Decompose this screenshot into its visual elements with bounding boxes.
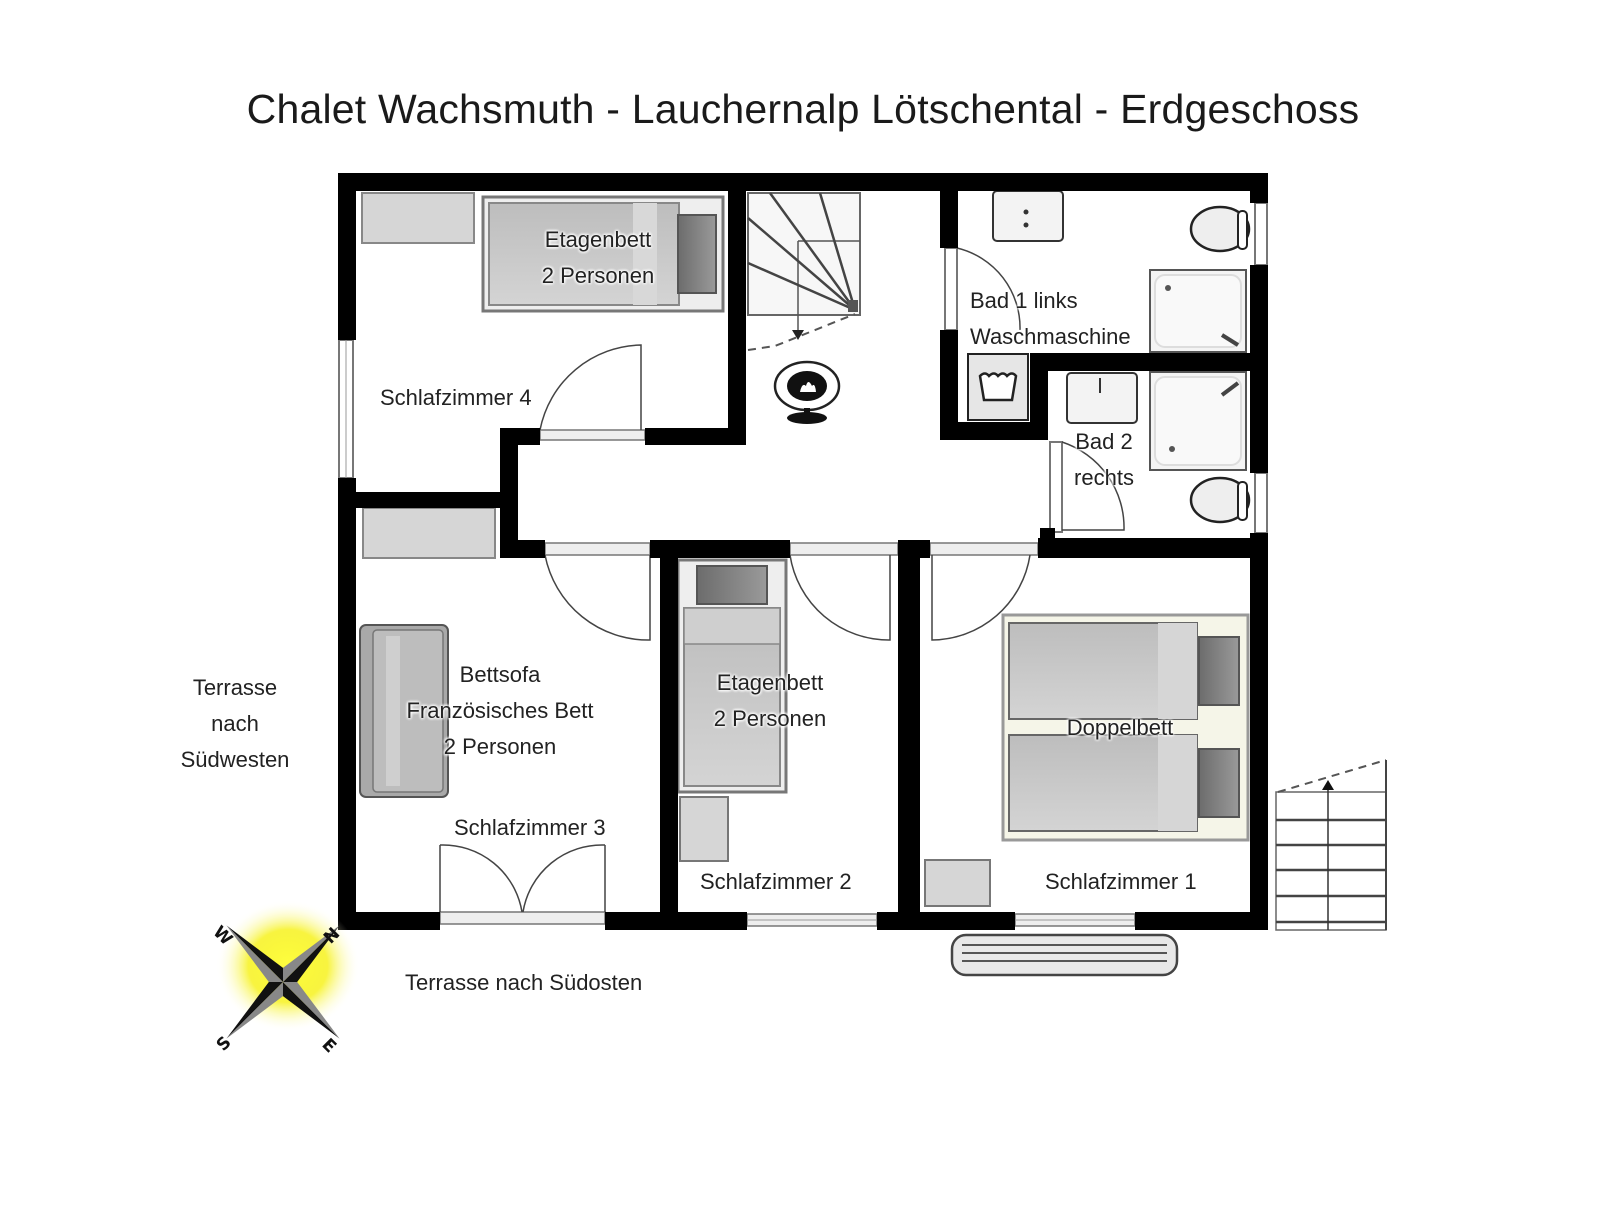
door-swing: [931, 554, 1031, 641]
terrace-sw-line3: Südwesten: [180, 747, 290, 772]
door: [1049, 441, 1063, 533]
room-schlafzimmer-2: [676, 542, 899, 927]
door: [929, 542, 1039, 556]
door: [789, 542, 899, 556]
door-swing: [789, 554, 891, 641]
door-swing: [439, 844, 523, 913]
sofa-label-line1: Bettsofa: [459, 662, 541, 687]
sofa-label-line2: Französisches Bett: [406, 698, 594, 723]
door-swing: [539, 344, 642, 431]
bad-1-note: Waschmaschine: [970, 324, 1131, 349]
terrace-door: [439, 911, 606, 925]
room-name-schlafzimmer-1: Schlafzimmer 1: [1045, 869, 1197, 894]
bed-label-line2: 2 Personen: [713, 706, 827, 731]
door-swing: [522, 844, 606, 913]
bed-label-doppelbett: Doppelbett: [1066, 715, 1174, 740]
room-bad-2: [1049, 371, 1268, 534]
bad-2-note: rechts: [1074, 465, 1134, 490]
sink-icon: [992, 190, 1064, 242]
room-name-schlafzimmer-3: Schlafzimmer 3: [454, 815, 606, 840]
stove-icon: [773, 360, 841, 424]
terrace-so-label: Terrasse nach Südosten: [405, 970, 643, 995]
door: [944, 247, 958, 331]
compass-rose-icon: [216, 900, 360, 1039]
bed-label-line1: Etagenbett: [716, 670, 824, 695]
door: [544, 542, 651, 556]
shower-icon: [1149, 371, 1247, 471]
entrance-stairs-icon: [1275, 759, 1387, 931]
terrace-sw-line2: nach: [211, 711, 259, 736]
walls: [338, 173, 1268, 930]
nightstand: [924, 859, 991, 907]
room-name-bad-1: Bad 1 links: [970, 288, 1078, 313]
sofa-bed: [359, 624, 449, 798]
wardrobe: [362, 507, 496, 559]
bed-label-line1: Etagenbett: [544, 227, 652, 252]
room-name-bad-2: Bad 2: [1075, 429, 1133, 454]
pillow: [696, 565, 768, 605]
shower-icon: [1149, 269, 1247, 353]
nightstand: [679, 796, 729, 862]
room-name-schlafzimmer-2: Schlafzimmer 2: [700, 869, 852, 894]
sofa-label-line3: 2 Personen: [443, 734, 557, 759]
window: [1254, 472, 1268, 534]
double-bed: [1001, 613, 1250, 842]
pillow: [677, 214, 717, 294]
sink-icon: [1066, 372, 1138, 424]
room-bad-1: [944, 190, 1268, 421]
wardrobe: [361, 192, 475, 244]
stairs-icon: [747, 192, 861, 351]
door-swing: [1061, 441, 1125, 531]
terrace-sw-line1: Terrasse: [192, 675, 278, 700]
room-name-schlafzimmer-4: Schlafzimmer 4: [380, 385, 532, 410]
room-schlafzimmer-3: [359, 507, 651, 925]
doormat-icon: [950, 933, 1179, 977]
bed-label-line2: 2 Personen: [541, 263, 655, 288]
page-title: Chalet Wachsmuth - Lauchernalp Lötschent…: [246, 86, 1360, 132]
pillow: [1198, 636, 1240, 706]
washing-machine-icon: [967, 353, 1029, 421]
pillow: [1198, 748, 1240, 818]
room-schlafzimmer-1: [924, 542, 1250, 927]
toilet-icon: [1189, 476, 1251, 524]
toilet-icon: [1189, 205, 1251, 253]
door: [539, 429, 646, 441]
window: [1254, 202, 1268, 266]
door-swing: [956, 247, 1021, 331]
door-swing: [544, 554, 651, 641]
